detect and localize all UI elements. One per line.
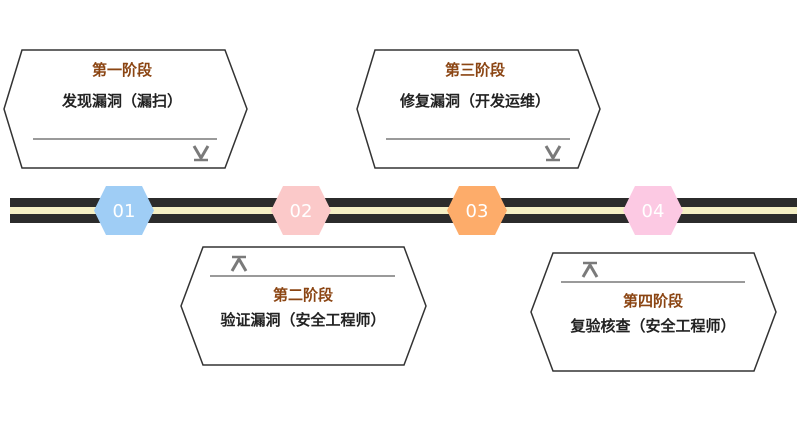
stage-1-desc: 发现漏洞（漏扫） xyxy=(61,92,182,110)
stage-2-frame xyxy=(180,246,427,366)
marker-3-hexagon xyxy=(447,186,507,235)
marker-1: 01 xyxy=(94,186,154,235)
down-arrow-icon xyxy=(544,145,562,162)
stage-card-3: 第三阶段 修复漏洞（开发运维） xyxy=(356,49,601,169)
stage-4-title: 第四阶段 xyxy=(623,292,683,310)
marker-3: 03 xyxy=(447,186,507,235)
down-arrow-icon xyxy=(192,145,210,162)
stage-4-desc: 复验核查（安全工程师） xyxy=(569,317,735,335)
road-center-line xyxy=(10,207,797,214)
up-arrow-icon xyxy=(581,261,599,278)
marker-2: 02 xyxy=(271,186,331,235)
marker-4: 04 xyxy=(623,186,683,235)
stage-3-title: 第三阶段 xyxy=(445,61,505,79)
stage-card-2: 第二阶段 验证漏洞（安全工程师） xyxy=(180,246,427,366)
marker-1-hexagon xyxy=(94,186,154,235)
stage-4-frame xyxy=(530,252,777,372)
stage-card-1: 第一阶段 发现漏洞（漏扫） xyxy=(3,49,248,169)
up-arrow-icon xyxy=(230,255,248,272)
stage-1-title: 第一阶段 xyxy=(92,61,152,79)
marker-1-label: 01 xyxy=(113,201,136,222)
stage-3-desc: 修复漏洞（开发运维） xyxy=(399,92,550,110)
stage-card-4: 第四阶段 复验核查（安全工程师） xyxy=(530,252,777,372)
stage-2-title: 第二阶段 xyxy=(273,286,333,304)
marker-2-label: 02 xyxy=(290,201,313,222)
marker-2-hexagon xyxy=(271,186,331,235)
marker-4-label: 04 xyxy=(642,201,665,222)
stage-2-desc: 验证漏洞（安全工程师） xyxy=(220,311,385,329)
marker-3-label: 03 xyxy=(466,201,489,222)
marker-4-hexagon xyxy=(623,186,683,235)
